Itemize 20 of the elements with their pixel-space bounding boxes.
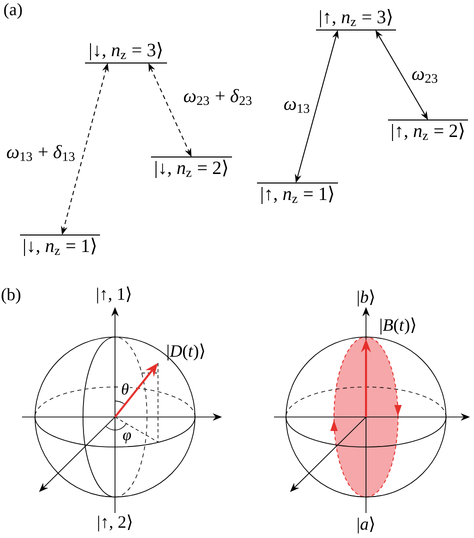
edge-label: ω$_{13}$ + δ$_{13}$ xyxy=(6,144,75,162)
state-label: |a⟩ xyxy=(358,516,374,534)
state-label: |↑, 2⟩ xyxy=(98,514,132,532)
angle-label: θ xyxy=(120,382,130,396)
state-label: |b⟩ xyxy=(358,290,374,306)
energy-level: |↑, n$_{z}$ = 3⟩ xyxy=(315,8,397,31)
energy-level: |↓, n$_{z}$ = 2⟩ xyxy=(150,156,233,178)
panel-label: (b) xyxy=(2,288,20,304)
energy-level: |↑, n$_{z}$ = 2⟩ xyxy=(387,119,469,141)
angle-label: φ xyxy=(122,432,132,444)
panel-label: (a) xyxy=(4,3,22,19)
energy-level: |↑, n$_{z}$ = 1⟩ xyxy=(256,182,339,204)
state-label: |D(t)⟩ xyxy=(168,344,204,360)
edge-label: ω$_{23}$ + δ$_{23}$ xyxy=(184,88,252,106)
energy-level: |↓, n$_{z}$ = 1⟩ xyxy=(19,234,101,256)
edge-label: ω$_{13}$ xyxy=(284,101,310,113)
edge-label: ω$_{23}$ xyxy=(412,71,438,83)
state-label: |B(t)⟩ xyxy=(380,318,416,334)
state-label: |↑, 1⟩ xyxy=(97,286,131,304)
energy-level: |↓, n$_{z}$ = 3⟩ xyxy=(84,42,168,64)
